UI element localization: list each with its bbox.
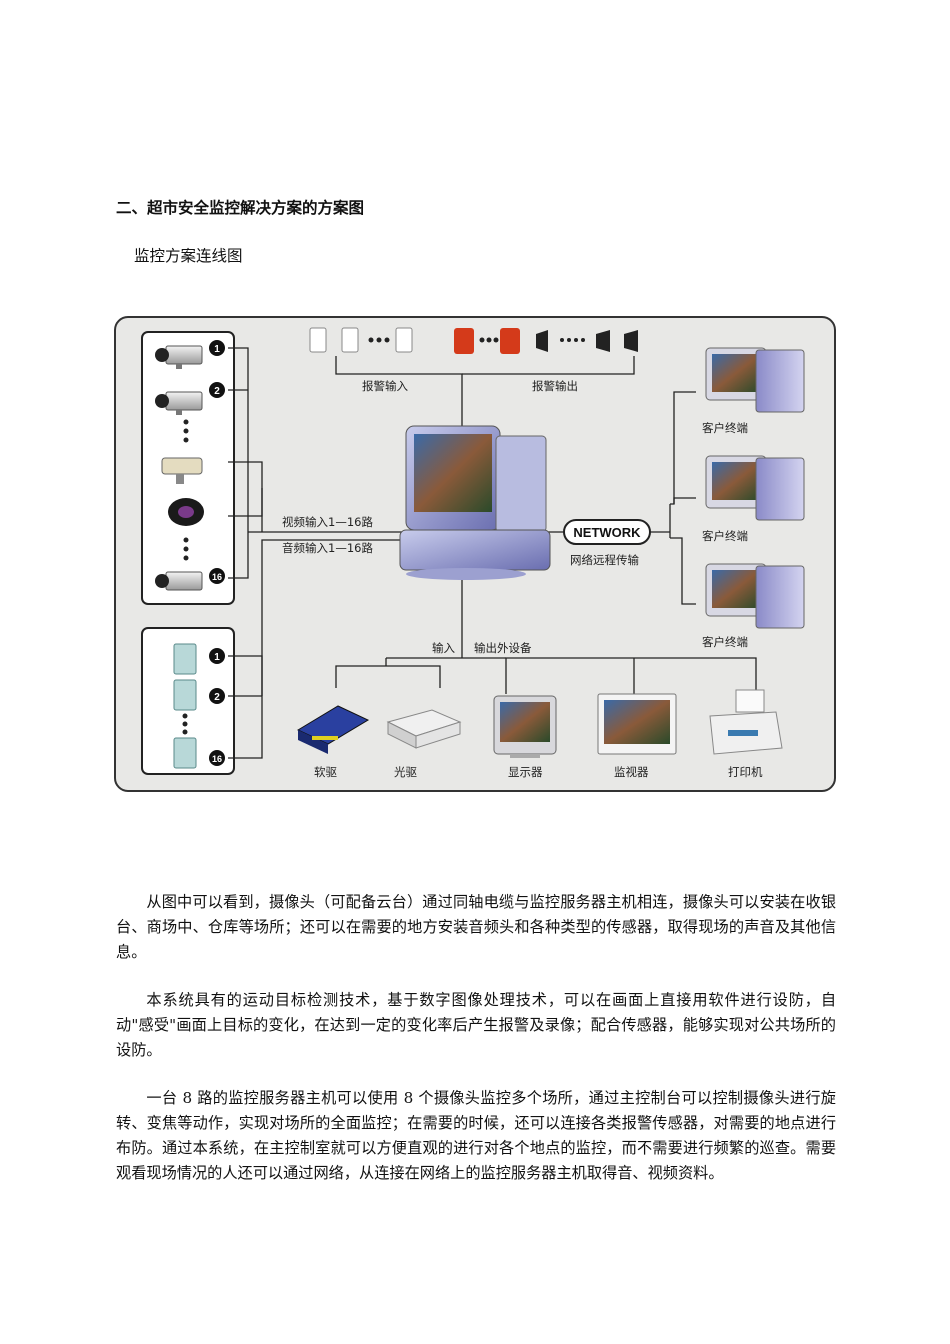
sensor-number-1: 1	[214, 652, 220, 663]
ellipsis-icon	[183, 419, 189, 443]
sensor-16-icon	[173, 737, 197, 769]
output-devices-label: 输出外设备	[474, 641, 532, 655]
diagram-caption: 监控方案连线图	[134, 247, 243, 265]
camera-16-icon	[155, 571, 203, 591]
monitoring-server-icon	[399, 425, 551, 580]
monitor-label: 监视器	[614, 765, 649, 779]
dome-camera-icon	[168, 498, 204, 526]
camera-number-16: 16	[212, 572, 222, 582]
pan-tilt-camera-icon	[161, 457, 203, 484]
floppy-label: 软驱	[314, 765, 337, 779]
input-label: 输入	[432, 641, 455, 655]
cd-rom-label: 光驱	[394, 765, 417, 779]
alarm-output-devices-icon	[454, 328, 638, 354]
client-terminal-1-label: 客户终端	[702, 421, 748, 435]
surveillance-diagram: 1 2 16 1 2 16	[114, 316, 836, 792]
client-terminal-1-icon	[705, 347, 805, 413]
camera-2-icon	[155, 391, 203, 415]
alarm-output-label: 报警输出	[532, 379, 578, 393]
monitor-icon	[597, 693, 677, 755]
ellipsis-icon	[182, 713, 188, 735]
paragraph-1: 从图中可以看到，摄像头（可配备云台）通过同轴电缆与监控服务器主机相连，摄像头可以…	[116, 893, 836, 961]
floppy-drive-icon	[296, 705, 370, 754]
printer-icon	[709, 689, 783, 755]
alarm-input-sensors-icon	[309, 327, 413, 353]
client-terminal-2-label: 客户终端	[702, 529, 748, 543]
ellipsis-icon	[183, 537, 189, 561]
display-label: 显示器	[508, 765, 543, 779]
paragraph-2: 本系统具有的运动目标检测技术，基于数字图像处理技术，可以在画面上直接用软件进行设…	[116, 991, 836, 1059]
client-terminal-2-icon	[705, 455, 805, 521]
sensor-number-2: 2	[214, 692, 220, 703]
sensor-number-16: 16	[212, 754, 222, 764]
sensor-1-icon	[173, 643, 197, 675]
sensor-2-icon	[173, 679, 197, 711]
cd-rom-drive-icon	[386, 709, 462, 749]
display-icon	[493, 695, 557, 758]
audio-input-label: 音频输入1—16路	[282, 541, 373, 555]
camera-1-icon	[155, 345, 203, 369]
client-terminal-3-label: 客户终端	[702, 635, 748, 649]
paragraph-3: 一台 8 路的监控服务器主机可以使用 8 个摄像头监控多个场所，通过主控制台可以…	[116, 1089, 836, 1182]
camera-number-2: 2	[214, 386, 220, 397]
printer-label: 打印机	[728, 765, 763, 779]
camera-number-1: 1	[214, 344, 220, 355]
network-label: NETWORK	[573, 525, 641, 540]
alarm-input-label: 报警输入	[362, 379, 408, 393]
network-remote-label: 网络远程传输	[570, 553, 639, 567]
client-terminal-3-icon	[705, 563, 805, 629]
section-heading: 二、超市安全监控解决方案的方案图	[116, 199, 365, 217]
network-badge	[563, 519, 651, 545]
video-input-label: 视频输入1—16路	[282, 515, 373, 529]
